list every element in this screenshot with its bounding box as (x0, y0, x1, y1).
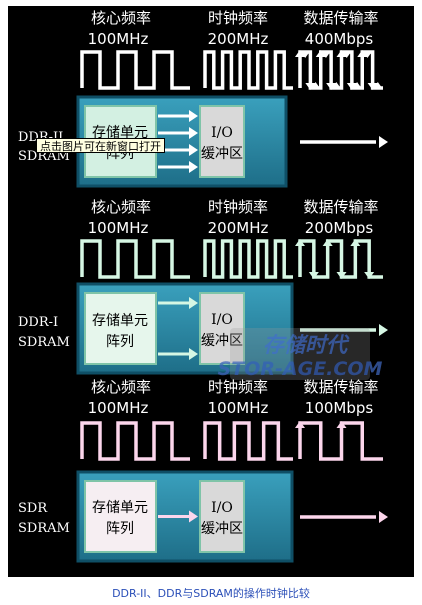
section-ddr2: 核心频率 时钟频率 数据传输率 100MHz 200MHz 400Mbps DD… (18, 9, 388, 188)
data-edge-arrows (295, 239, 375, 279)
data-edge-arrows (295, 50, 383, 90)
arrow-head (379, 324, 388, 336)
io-buffer-label: I/O (211, 125, 233, 141)
arrow-head (379, 511, 388, 523)
arrow-head (331, 82, 342, 89)
core-frequency-value: 100MHz (88, 399, 149, 417)
io-buffer-label: I/O (211, 312, 233, 328)
arrow-head (350, 239, 361, 246)
output-arrow (300, 324, 388, 336)
watermark-text: STOR-AGE.COM (218, 358, 383, 380)
arrow-head (326, 83, 337, 90)
arrow-head (189, 348, 198, 360)
memory-cell-array-box (84, 292, 157, 365)
memory-cell-array-label: 存储单元 (92, 500, 148, 516)
output-arrow (300, 136, 388, 148)
io-buffer-box (199, 480, 245, 553)
memory-type-label: SDRAM (18, 335, 70, 350)
watermark-text: 存储时代 (263, 333, 350, 357)
arrow-head (362, 51, 373, 58)
io-buffer-label: I/O (211, 500, 233, 516)
header-core-frequency: 核心频率 (91, 9, 151, 27)
memory-type-label: SDR (18, 501, 48, 516)
arrow-head (341, 51, 352, 58)
header-core-frequency: 核心频率 (91, 198, 151, 216)
output-arrow (300, 511, 388, 523)
arrow-head (189, 144, 198, 156)
arrow-head (357, 50, 368, 57)
arrow-head (315, 50, 326, 57)
arrow-head (295, 50, 305, 57)
arrow-head (295, 239, 305, 246)
section-sdr: 核心频率 时钟频率 数据传输率 100MHz 100MHz 100Mbps SD… (18, 378, 388, 563)
core-frequency-value: 100MHz (88, 30, 149, 48)
header-clock-frequency: 时钟频率 (208, 378, 268, 396)
arrow-head (336, 50, 347, 57)
io-buffer-box (199, 292, 245, 365)
arrow-head (346, 83, 357, 90)
clock-frequency-value: 200MHz (208, 219, 269, 237)
data-waveform (298, 421, 383, 461)
arrow-head (372, 82, 383, 89)
memory-type-label: SDRAM (18, 521, 70, 536)
memory-cell-array-box (84, 480, 157, 553)
data-rate-value: 400Mbps (305, 30, 374, 48)
header-data-rate: 数据传输率 (303, 378, 378, 396)
arrow-head (189, 297, 198, 309)
io-buffer-label: 缓冲区 (201, 146, 243, 162)
header-data-rate: 数据传输率 (303, 9, 378, 27)
arrow-head (295, 421, 305, 428)
clock-frequency-value: 200MHz (208, 30, 269, 48)
open-in-new-window-tooltip[interactable]: 点击图片可在新窗口打开 (36, 138, 165, 153)
arrow-head (305, 83, 316, 90)
io-buffer-label: 缓冲区 (201, 521, 243, 537)
memory-cell-array-label: 阵列 (106, 521, 134, 537)
clock-frequency-value: 100MHz (208, 399, 269, 417)
data-rate-value: 200Mbps (305, 219, 374, 237)
memory-cell-array-label: 存储单元 (92, 313, 148, 329)
figure-caption: DDR-II、DDR与SDRAM的操作时钟比较 (112, 587, 310, 600)
arrow-head (367, 83, 378, 90)
core-clock-waveform (80, 239, 190, 279)
arrow-head (189, 127, 198, 139)
prefetch-arrows (158, 510, 198, 523)
io-buffer-box (199, 105, 245, 178)
arrow-head (336, 421, 347, 428)
arrow-head (189, 510, 198, 523)
core-frequency-value: 100MHz (88, 219, 149, 237)
data-waveform (298, 239, 383, 279)
watermark-logo: 存储时代 STOR-AGE.COM (218, 328, 383, 380)
memory-cell-array-label: 存储单元 (92, 125, 148, 141)
clock-waveform (203, 50, 293, 90)
header-clock-frequency: 时钟频率 (208, 9, 268, 27)
arrow-head (189, 110, 198, 122)
data-rate-value: 100Mbps (305, 399, 374, 417)
arrow-head (379, 136, 388, 148)
prefetch-arrows (158, 297, 198, 360)
memory-type-label: DDR-I (18, 315, 58, 330)
section-ddr1: 核心频率 时钟频率 数据传输率 100MHz 200MHz 200Mbps DD… (18, 198, 388, 375)
arrow-head (352, 82, 363, 89)
arrow-head (300, 51, 311, 58)
arrow-head (320, 51, 331, 58)
arrow-head (364, 272, 375, 279)
header-data-rate: 数据传输率 (303, 198, 378, 216)
arrow-head (308, 272, 319, 279)
arrow-head (336, 272, 347, 279)
arrow-head (310, 82, 321, 89)
clock-waveform (203, 421, 293, 461)
header-clock-frequency: 时钟频率 (208, 198, 268, 216)
arrow-head (189, 161, 198, 173)
core-clock-waveform (80, 50, 190, 90)
prefetch-arrows (158, 110, 198, 173)
clock-waveform (203, 239, 293, 279)
memory-cell-array-label: 阵列 (106, 334, 134, 350)
core-clock-waveform (80, 421, 190, 461)
header-core-frequency: 核心频率 (91, 378, 151, 396)
arrow-head (322, 239, 333, 246)
io-buffer-label: 缓冲区 (201, 333, 243, 349)
data-edge-arrows (295, 421, 347, 428)
